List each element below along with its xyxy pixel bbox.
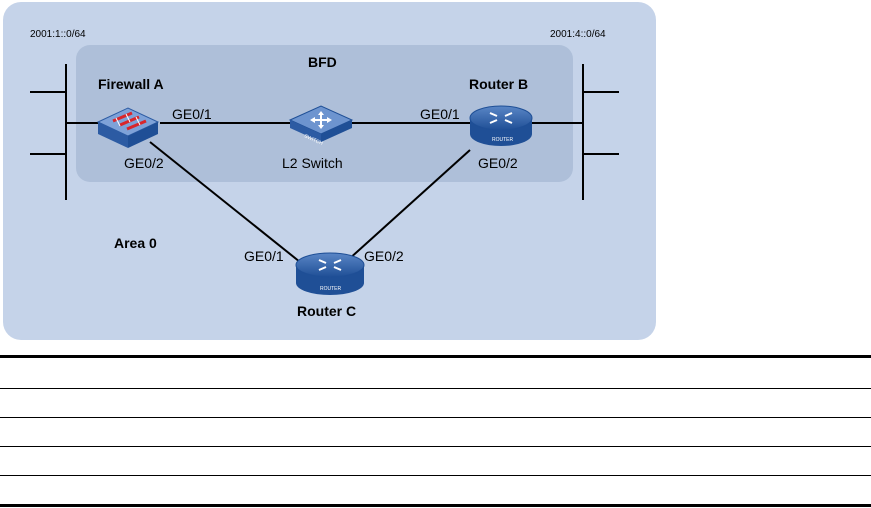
table-bottom-rule [0,504,871,507]
right-network-label: 2001:4::0/64 [550,29,606,40]
router-b-ge0-1-label: GE0/1 [420,106,460,122]
links [66,122,583,263]
right-network-segment [582,64,619,200]
table-row-rule [0,417,871,418]
firewall-ge0-1-label: GE0/1 [172,106,212,122]
table-row-rule [0,388,871,389]
router-b-badge: ROUTER [492,137,514,143]
bfd-label: BFD [308,54,337,70]
switch-label: L2 Switch [282,155,343,171]
router-c-ge0-2-label: GE0/2 [364,248,404,264]
router-c-ge0-1-label: GE0/1 [244,248,284,264]
firewall-a-label: Firewall A [98,76,164,92]
left-network-segment [30,64,67,200]
table-row-rule [0,475,871,476]
link-router-b-router-c [347,149,471,261]
left-network-label: 2001:1::0/64 [30,29,86,40]
table-row-rule [0,446,871,447]
router-b-icon: ROUTER [469,105,533,146]
router-c-label: Router C [297,303,356,319]
router-b-label: Router B [469,76,528,92]
area-0-label: Area 0 [114,235,157,251]
firewall-ge0-2-label: GE0/2 [124,155,164,171]
link-firewall-router-c [149,141,301,263]
table-top-rule [0,355,871,358]
router-b-ge0-2-label: GE0/2 [478,155,518,171]
router-c-icon: ROUTER [295,252,365,295]
router-c-badge: ROUTER [320,286,342,292]
firewall-icon [96,107,160,148]
